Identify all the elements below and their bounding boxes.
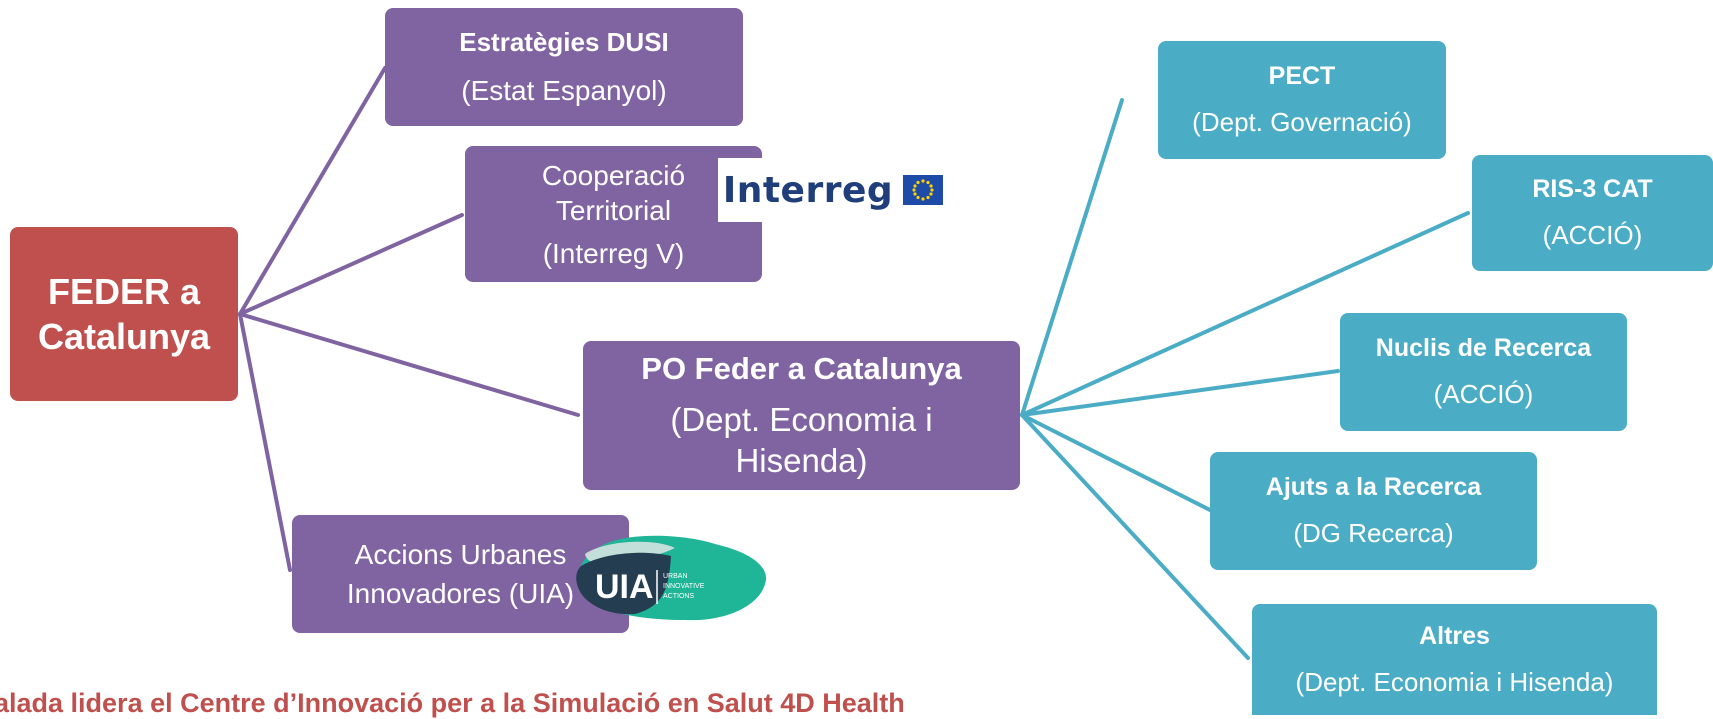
root-node: FEDER a Catalunya [10, 227, 238, 401]
interreg-logo: Interreg [718, 158, 948, 222]
connector-root-cooperacio [238, 213, 464, 316]
node-cooperacio: Cooperació Territorial (Interreg V) [465, 146, 762, 282]
node-uia-line2: Innovadores (UIA) [346, 578, 575, 609]
node-cooperacio-line3: (Interreg V) [542, 237, 685, 269]
uia-logo-small3: ACTIONS [663, 593, 694, 600]
footer-caption: alada lidera el Centre d’Innovació per a… [0, 688, 905, 718]
node-pect: PECT (Dept. Governació) [1158, 41, 1446, 159]
node-cooperacio-line1: Cooperació [541, 159, 686, 191]
connector-po-nuclis [1020, 369, 1340, 417]
node-ajuts-title: Ajuts a la Recerca [1265, 473, 1482, 502]
uia-logo-small1: URBAN [663, 573, 688, 580]
node-altres-subtitle: (Dept. Economia i Hisenda) [1295, 666, 1614, 697]
node-altres-title: Altres [1419, 621, 1490, 650]
node-uia: Accions Urbanes Innovadores (UIA) [292, 515, 629, 633]
node-dusi-title: Estratègies DUSI [459, 27, 669, 58]
node-po-title: PO Feder a Catalunya [641, 350, 962, 386]
connector-po-ajuts [1020, 413, 1212, 512]
node-dusi: Estratègies DUSI (Estat Espanyol) [385, 8, 743, 126]
uia-logo: UIA URBAN INNOVATIVE ACTIONS [576, 535, 767, 621]
node-po-sub2: Hisenda) [735, 441, 868, 479]
connector-root-uia [238, 312, 292, 572]
node-ajuts: Ajuts a la Recerca (DG Recerca) [1210, 452, 1537, 570]
eu-flag-icon [903, 175, 944, 205]
node-uia-line1: Accions Urbanes [354, 539, 567, 570]
interreg-logo-text: Interreg [722, 169, 894, 211]
node-nuclis-subtitle: (ACCIÓ) [1433, 379, 1534, 410]
node-po-sub1: (Dept. Economia i [670, 400, 933, 438]
uia-logo-text: UIA [595, 568, 654, 606]
node-nuclis: Nuclis de Recerca (ACCIÓ) [1340, 313, 1627, 431]
uia-logo-small2: INNOVATIVE [663, 583, 705, 590]
connector-po-ris3 [1020, 211, 1470, 417]
node-pect-subtitle: (Dept. Governació) [1192, 107, 1412, 138]
node-po-feder: PO Feder a Catalunya (Dept. Economia i H… [583, 341, 1020, 490]
node-cooperacio-line2: Territorial [555, 194, 672, 226]
root-title-line2: Catalunya [37, 316, 211, 357]
node-ris3: RIS-3 CAT (ACCIÓ) [1472, 155, 1713, 271]
node-dusi-subtitle: (Estat Espanyol) [461, 74, 667, 106]
connector-root-po [238, 312, 580, 417]
node-altres: Altres (Dept. Economia i Hisenda) [1252, 604, 1657, 715]
connector-root-dusi [238, 66, 387, 316]
connector-po-altres [1020, 413, 1250, 660]
node-nuclis-title: Nuclis de Recerca [1375, 334, 1592, 363]
node-ris3-subtitle: (ACCIÓ) [1542, 220, 1643, 251]
node-ris3-title: RIS-3 CAT [1532, 175, 1653, 204]
connector-po-pect [1020, 98, 1124, 417]
node-pect-title: PECT [1268, 62, 1336, 91]
node-ajuts-subtitle: (DG Recerca) [1293, 518, 1454, 549]
root-title-line1: FEDER a [47, 271, 201, 312]
